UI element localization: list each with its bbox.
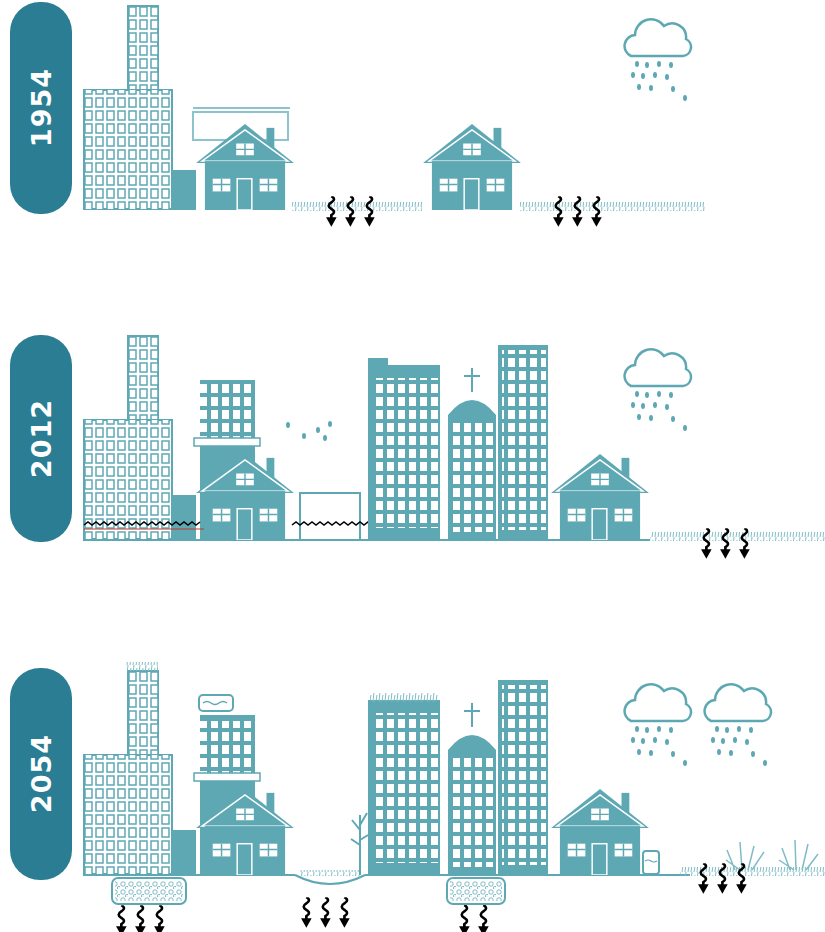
rain-barrel	[643, 851, 659, 874]
infiltration-arrows	[459, 905, 489, 932]
rain-cloud	[625, 349, 691, 431]
scene-2012	[83, 336, 825, 559]
balcony	[194, 438, 260, 446]
tall-building	[498, 680, 548, 875]
house	[196, 789, 294, 875]
infiltration-arrows	[116, 905, 165, 932]
gravel	[115, 881, 183, 901]
roof-box	[368, 358, 388, 368]
swale-grass	[300, 870, 360, 876]
low-building	[300, 493, 360, 540]
roof-line	[193, 107, 290, 109]
year-pill: 2012	[10, 335, 72, 542]
windows	[372, 713, 438, 863]
house	[551, 789, 649, 875]
infiltration-arrows	[326, 196, 375, 227]
permeable-pavement	[447, 878, 505, 904]
year-pill: 1954	[10, 2, 72, 214]
building	[368, 700, 440, 875]
house	[551, 454, 649, 540]
shrubs	[726, 840, 818, 870]
tall-building	[498, 345, 548, 540]
swale	[295, 875, 365, 884]
grass	[520, 202, 705, 211]
sealed-surface	[84, 522, 200, 525]
grass	[292, 202, 422, 211]
tower-outline	[84, 671, 172, 874]
windows	[452, 757, 494, 867]
water-tank	[199, 695, 233, 711]
infiltration-arrows	[553, 196, 602, 227]
year-label: 2012	[26, 399, 57, 478]
year-label: 2054	[26, 734, 57, 813]
green-roof	[126, 662, 158, 671]
year-label: 1954	[26, 68, 57, 147]
tree	[351, 813, 368, 875]
grass	[650, 532, 825, 541]
house	[196, 454, 294, 540]
spire	[464, 368, 480, 392]
rain-cloud	[625, 684, 691, 766]
water-tank	[203, 702, 227, 705]
windows	[372, 378, 438, 528]
windows	[502, 685, 546, 865]
rain-barrel	[645, 860, 657, 862]
low-block	[172, 170, 196, 210]
house	[423, 124, 521, 210]
windows	[502, 350, 546, 530]
gravel	[450, 881, 502, 901]
balcony	[194, 773, 260, 781]
windows	[200, 380, 255, 440]
permeable-pavement	[112, 878, 186, 904]
church-building	[448, 400, 496, 540]
infiltration-arrows	[701, 528, 750, 559]
green-roof	[370, 693, 438, 702]
church-building	[448, 735, 496, 875]
windows	[200, 721, 255, 775]
rain-cloud	[625, 19, 691, 101]
spire	[464, 703, 480, 727]
low-block	[172, 830, 196, 875]
year-pill: 2054	[10, 668, 72, 880]
infiltration-arrows	[698, 863, 747, 894]
building	[368, 365, 440, 540]
raindrops	[286, 421, 332, 441]
rain-cloud	[705, 684, 771, 766]
tower-outline	[84, 6, 172, 209]
scene-1954	[84, 6, 705, 227]
windows	[452, 422, 494, 532]
house	[196, 124, 294, 210]
tower-outline	[84, 336, 172, 539]
infiltration-arrows	[301, 897, 350, 928]
low-block	[172, 495, 196, 540]
sealed-surface	[84, 529, 204, 530]
scene-2054	[83, 662, 825, 932]
